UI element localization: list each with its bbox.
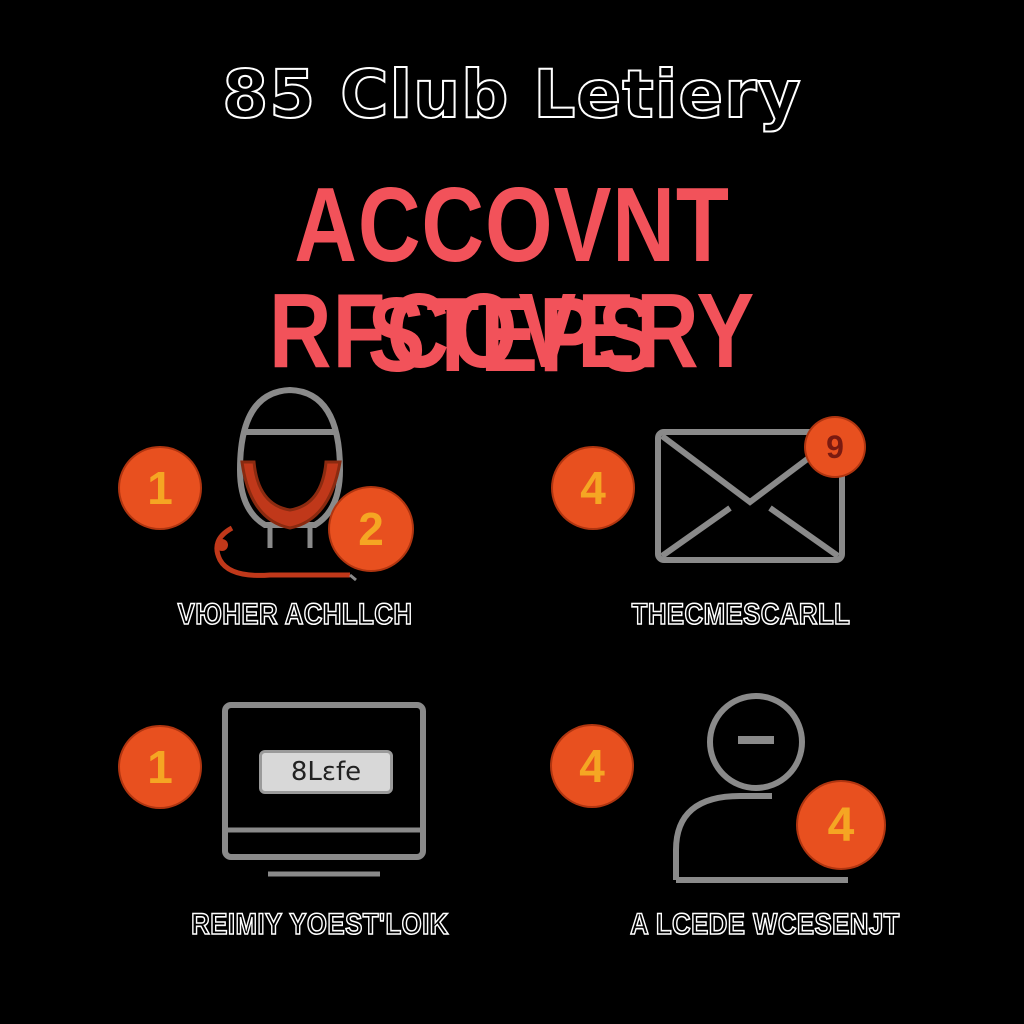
step-2-badge-a: 4 [553, 448, 633, 528]
step-2-label: THECMESCARLL [631, 597, 851, 632]
headline-line-1: ACCOVNT RFCOVERY [268, 166, 756, 390]
step-2-notification-badge: 9 [806, 418, 864, 476]
step-4-badge-a: 4 [552, 726, 632, 806]
headline-line-2: STEPS [367, 276, 657, 394]
step-3-label: REIMIY YOEST'LOIK [190, 907, 449, 942]
monitor-screen-field: 8Lɛfe [259, 750, 393, 794]
brand-title: 85 Club Letiery [221, 56, 802, 133]
step-3-badge: 1 [120, 727, 200, 807]
step-1-label: VЮHER ACHLLCH [177, 597, 413, 632]
step-4-badge-b: 4 [798, 782, 884, 868]
step-1-badge-b: 2 [330, 488, 412, 570]
step-1-badge-a: 1 [120, 448, 200, 528]
step-4-label: A LCEDE WCESENJT [629, 907, 900, 942]
